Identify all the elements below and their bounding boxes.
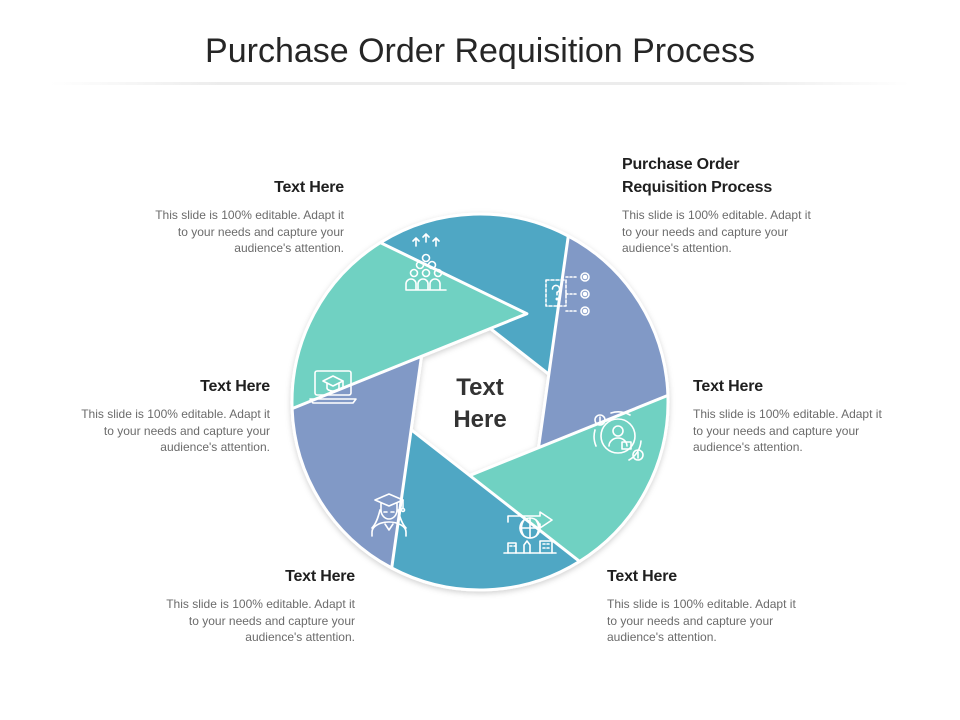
block-heading: Text Here: [200, 378, 270, 395]
graduate-student-icon: [371, 493, 407, 537]
aperture-segment-2: [531, 234, 670, 489]
question-options-icon: [545, 272, 590, 316]
block-body: This slide is 100% editable. Adapt it to…: [155, 208, 344, 255]
page-title: Purchase Order Requisition Process: [205, 32, 755, 70]
aperture-segment-6: [290, 241, 529, 411]
aperture-segment-3: [431, 393, 670, 563]
block-body: This slide is 100% editable. Adapt it to…: [693, 407, 882, 454]
block-heading: Text Here: [274, 179, 344, 196]
user-cycle-money-icon: [593, 411, 644, 461]
center-label-line2: Here: [453, 406, 507, 433]
block-body: This slide is 100% editable. Adapt it to…: [622, 208, 811, 255]
block-body: This slide is 100% editable. Adapt it to…: [166, 597, 355, 644]
text-block-bottom-right: Text Here This slide is 100% editable. A…: [607, 565, 857, 646]
people-growth-icon: [405, 233, 447, 291]
aperture-segment-5: [290, 315, 429, 570]
block-heading: Purchase Order Requisition Process: [622, 156, 773, 196]
text-block-middle-right: Text Here This slide is 100% editable. A…: [693, 375, 943, 456]
text-block-top-left: Text Here This slide is 100% editable. A…: [96, 176, 344, 257]
text-block-bottom-left: Text Here This slide is 100% editable. A…: [105, 565, 355, 646]
block-heading: Text Here: [285, 568, 355, 585]
center-label-line1: Text: [456, 374, 504, 401]
laptop-education-icon: [309, 370, 357, 404]
text-block-middle-left: Text Here This slide is 100% editable. A…: [20, 375, 270, 456]
block-body: This slide is 100% editable. Adapt it to…: [607, 597, 796, 644]
block-heading: Text Here: [607, 568, 677, 585]
title-divider: [50, 82, 910, 85]
text-block-top-right: Purchase Order Requisition Process This …: [622, 153, 882, 257]
block-body: This slide is 100% editable. Adapt it to…: [81, 407, 270, 454]
center-label: Text Here: [400, 372, 560, 436]
global-business-icon: [503, 511, 557, 554]
block-heading: Text Here: [693, 378, 763, 395]
